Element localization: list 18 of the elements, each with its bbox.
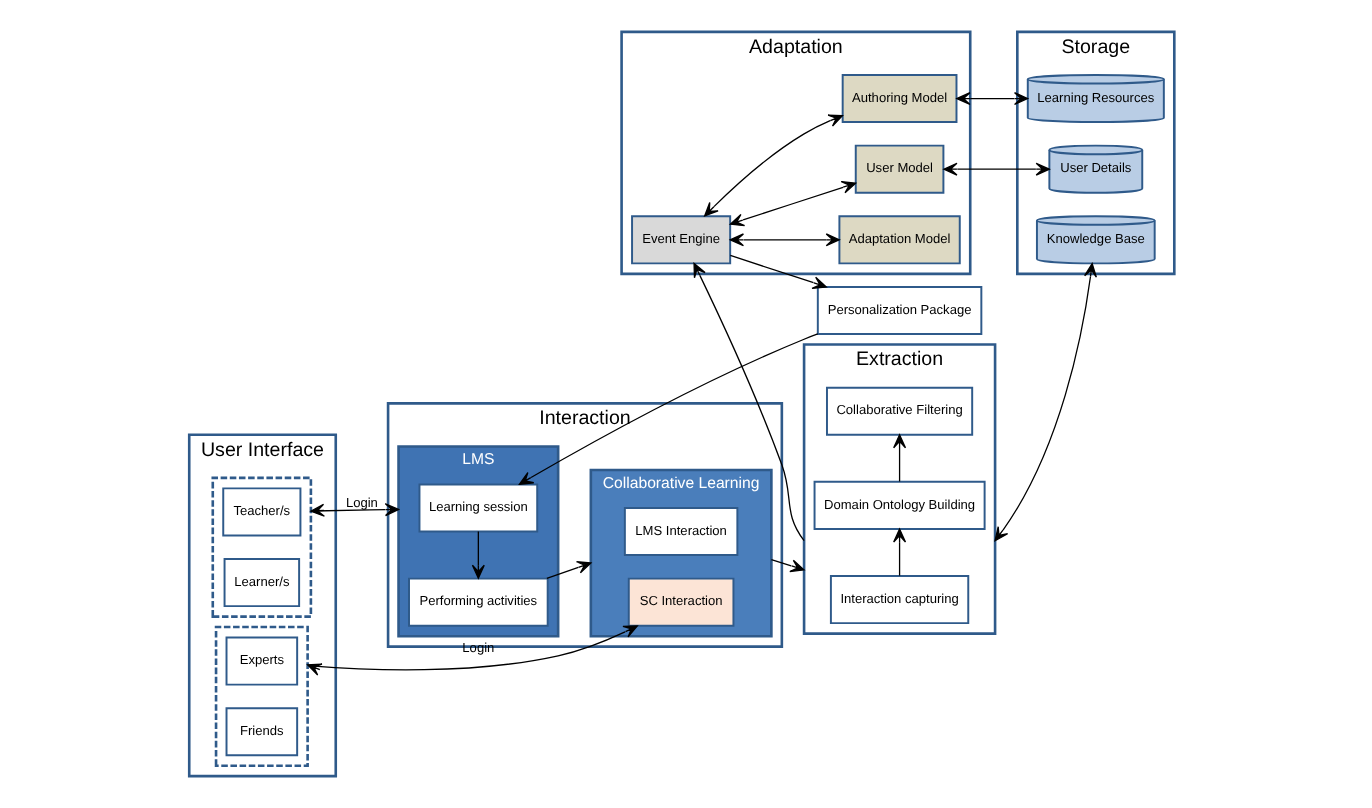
arrow bbox=[728, 254, 826, 290]
arrow bbox=[892, 434, 906, 483]
arrow bbox=[942, 162, 1049, 176]
arrow bbox=[728, 180, 856, 227]
arrow bbox=[545, 561, 591, 580]
cluster bbox=[210, 476, 312, 618]
cluster bbox=[213, 625, 308, 768]
arrow bbox=[470, 530, 484, 579]
arrow bbox=[309, 503, 399, 517]
arrow bbox=[892, 528, 906, 577]
arrow bbox=[517, 333, 818, 485]
arrow bbox=[305, 625, 637, 676]
arrow bbox=[728, 233, 839, 247]
arrow bbox=[993, 262, 1096, 542]
arrow bbox=[955, 92, 1028, 106]
arrow bbox=[692, 262, 804, 542]
arrow bbox=[703, 114, 843, 217]
arrow bbox=[769, 558, 804, 573]
